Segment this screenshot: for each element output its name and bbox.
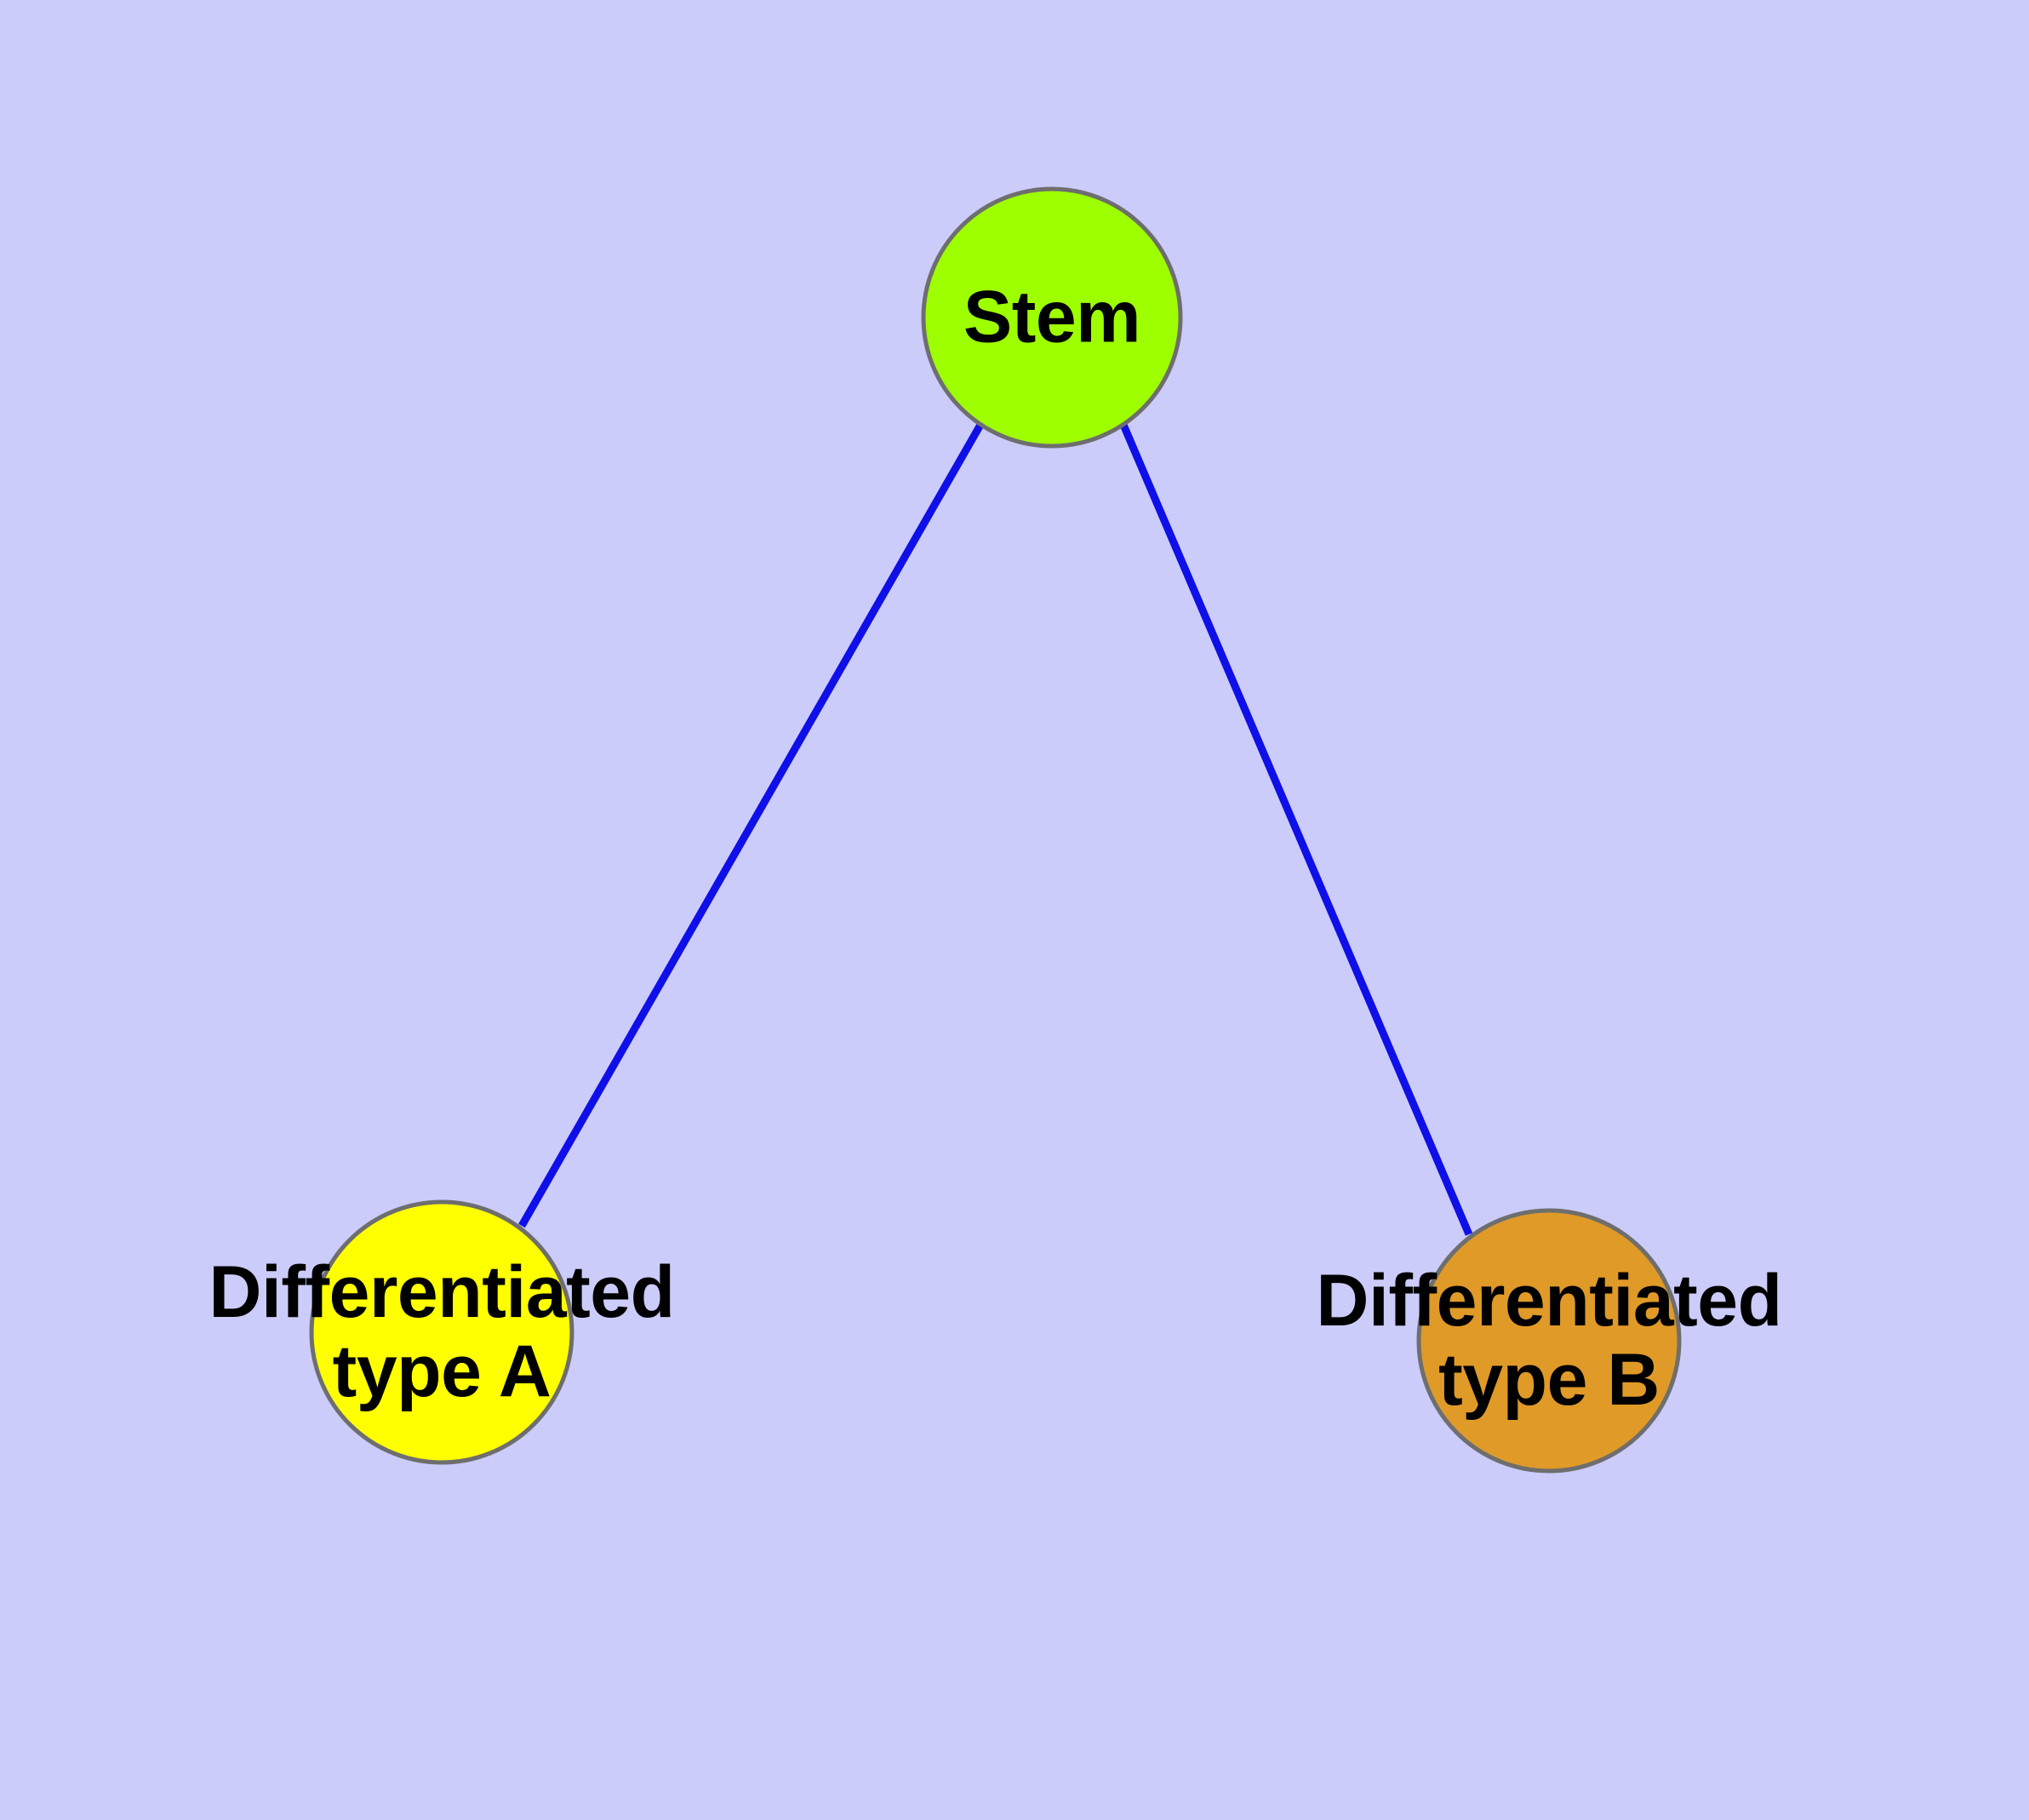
node-differentiated-type-b[interactable]: [1416, 1208, 1682, 1474]
node-layer: [309, 186, 1682, 1474]
edge-stem-to-differentiated-type-a[interactable]: [518, 422, 984, 1228]
node-differentiated-type-a[interactable]: [309, 1199, 574, 1465]
edge-layer: [518, 422, 1473, 1236]
edge-stem-to-differentiated-type-b[interactable]: [1119, 423, 1473, 1236]
node-stem[interactable]: [921, 186, 1183, 449]
